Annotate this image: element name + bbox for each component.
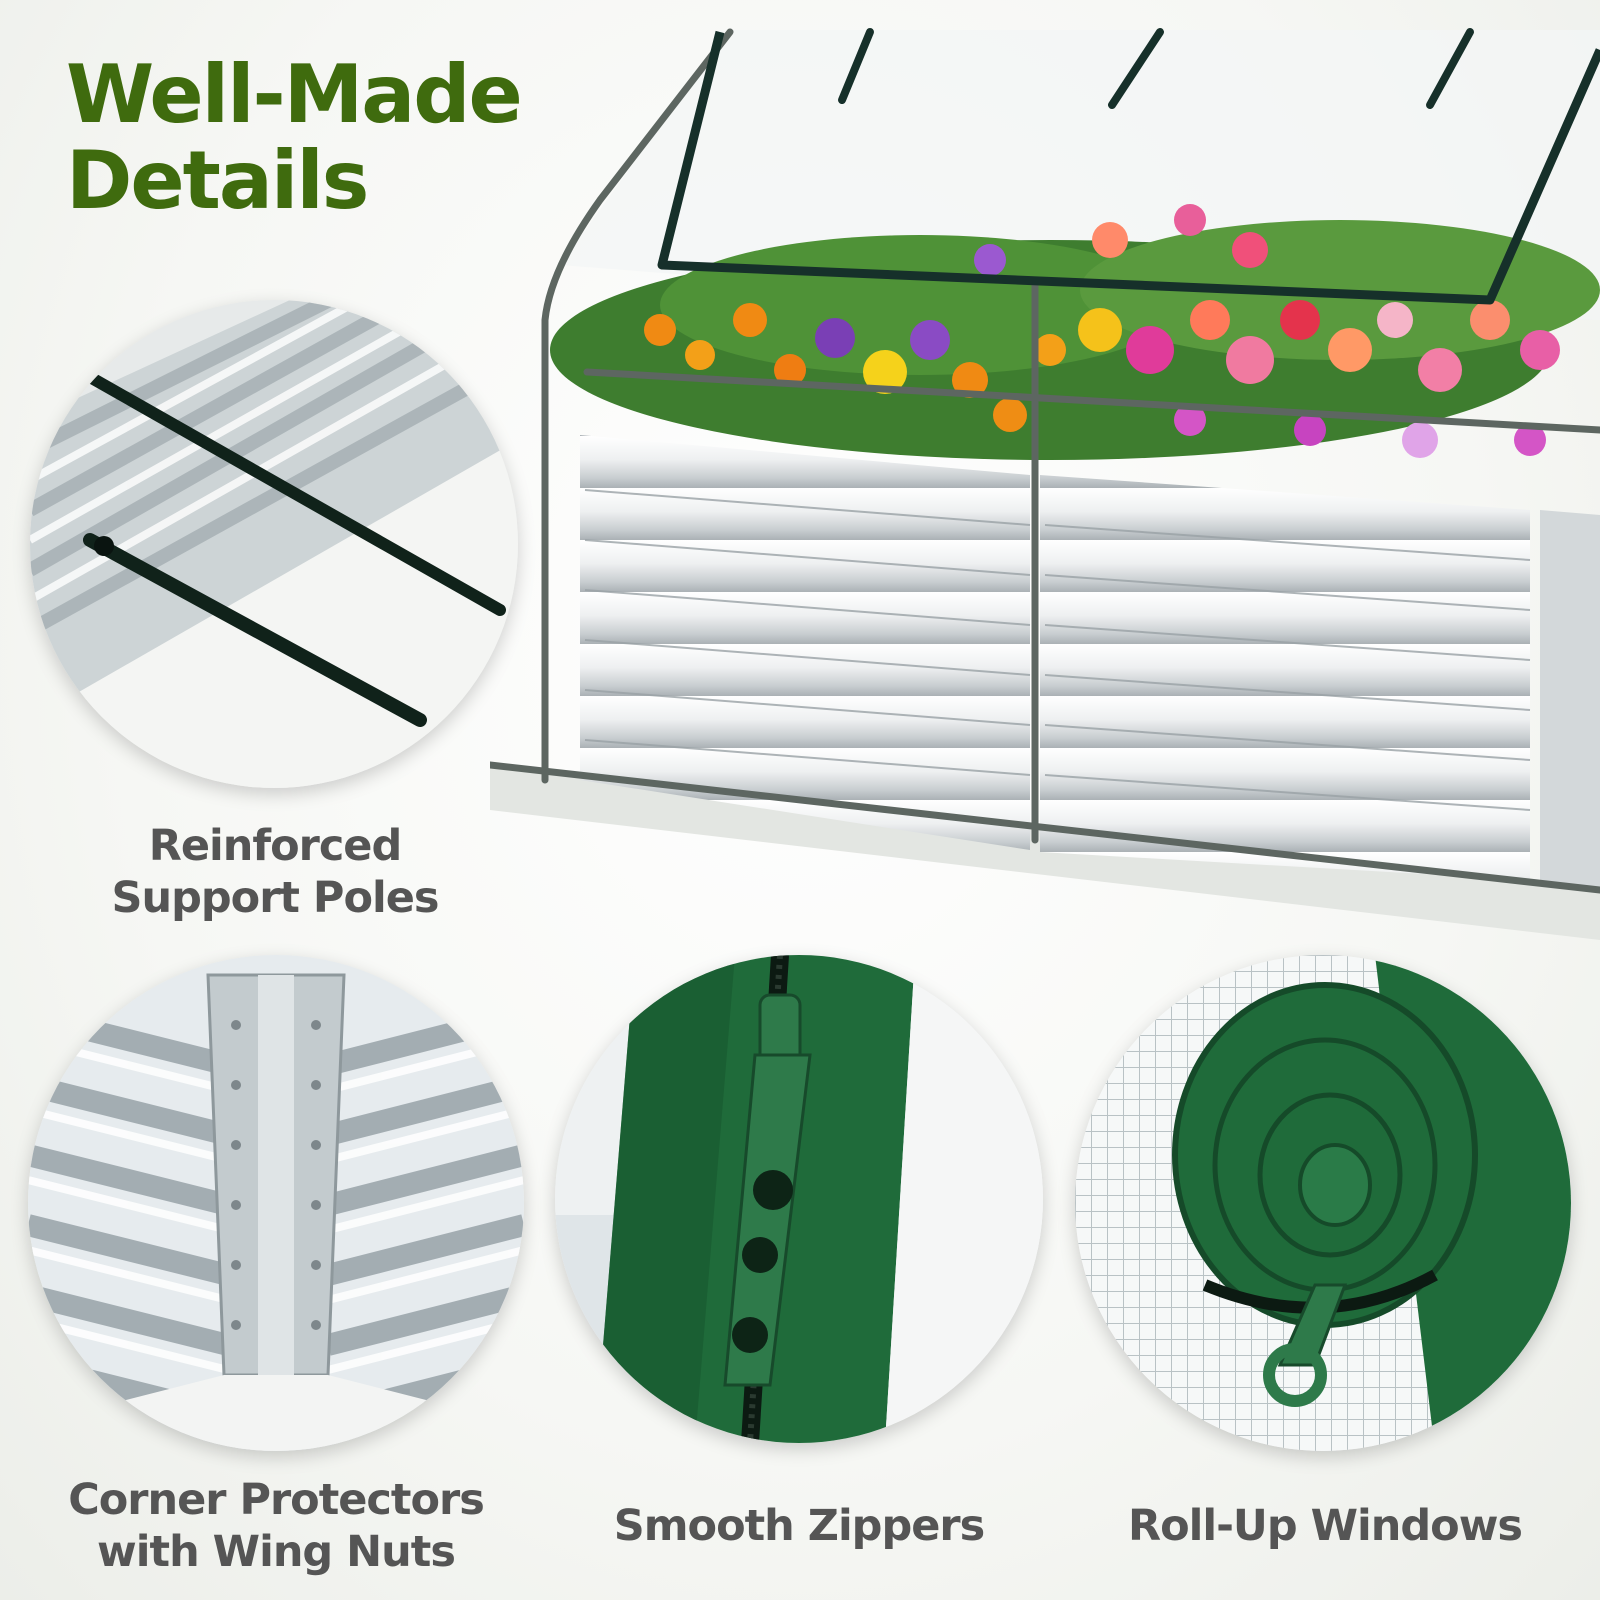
caption-corner-protectors-line-2: with Wing Nuts <box>97 1527 456 1577</box>
headline: Well-Made Details <box>66 48 523 227</box>
caption-support-poles-line-2: Support Poles <box>111 873 440 923</box>
greenhouse-raised-bed-illustration <box>486 28 1600 940</box>
feature-image-smooth-zippers <box>555 955 1043 1443</box>
caption-corner-protectors-line-1: Corner Protectors <box>68 1475 485 1525</box>
headline-line-1: Well-Made <box>66 48 523 141</box>
hero-product-image <box>486 20 1600 940</box>
feature-image-corner-protectors <box>28 955 524 1451</box>
caption-support-poles-line-1: Reinforced <box>148 821 403 871</box>
feature-image-roll-up-windows <box>1075 955 1571 1451</box>
zipper-illustration <box>555 955 1043 1443</box>
corner-protector-illustration <box>28 955 524 1451</box>
headline-line-2: Details <box>66 134 369 227</box>
caption-corner-protectors: Corner Protectors with Wing Nuts <box>28 1474 524 1578</box>
caption-smooth-zippers: Smooth Zippers <box>555 1500 1043 1552</box>
feature-image-support-poles <box>30 300 518 788</box>
caption-smooth-zippers-line-1: Smooth Zippers <box>613 1501 985 1551</box>
reinforced-poles-illustration <box>30 300 518 788</box>
flowers <box>644 204 1560 458</box>
caption-roll-up-windows: Roll-Up Windows <box>1060 1500 1590 1552</box>
roll-up-window-illustration <box>1075 955 1571 1451</box>
caption-roll-up-windows-line-1: Roll-Up Windows <box>1127 1501 1523 1551</box>
caption-support-poles: Reinforced Support Poles <box>30 820 520 924</box>
